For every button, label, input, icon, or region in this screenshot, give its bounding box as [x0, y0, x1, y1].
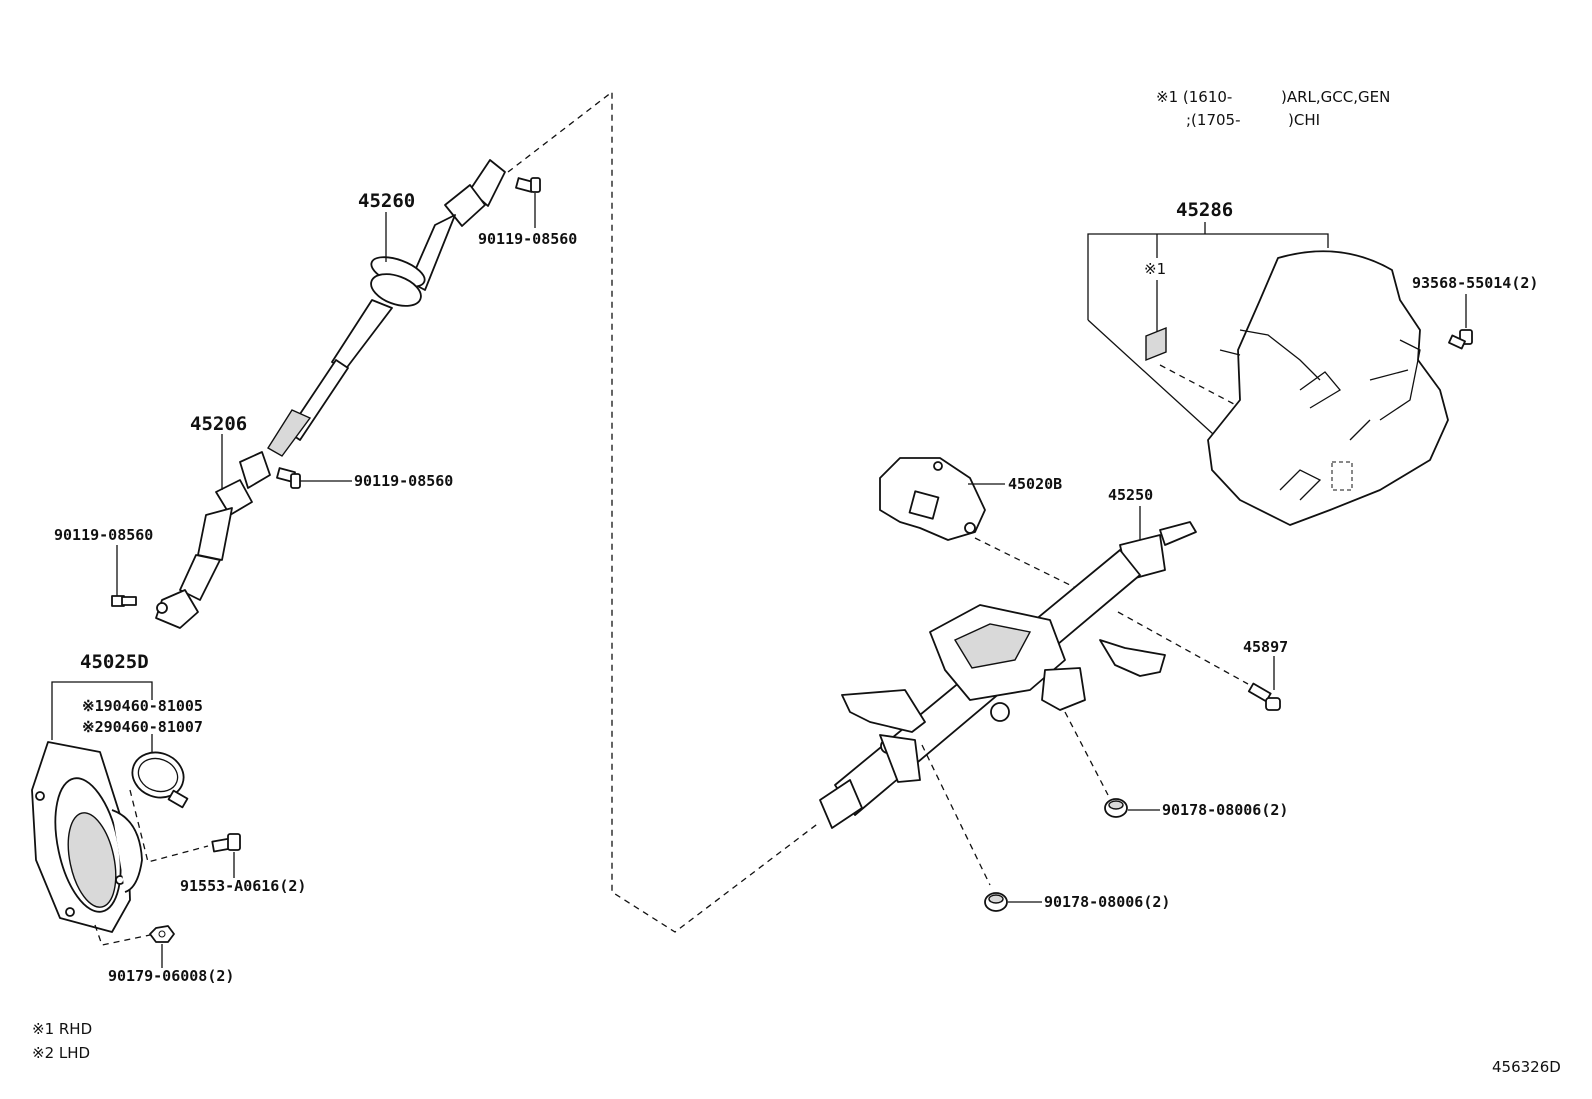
- assembly-dashed-bracket: [507, 90, 821, 933]
- label-90460-81005: ※190460-81005: [82, 697, 203, 715]
- label-90178-a: 90178-08006(2): [1162, 801, 1288, 819]
- label-93568: 93568-55014(2): [1412, 274, 1538, 292]
- bracket-45025D: [51, 681, 153, 740]
- bracket-45286: [1087, 233, 1329, 320]
- dust-seal-45025D: [31, 741, 143, 933]
- intermediate-shaft-45260: [267, 159, 506, 457]
- note-line1-left: ※1 (1610-: [1156, 88, 1232, 106]
- bolt-90119-mid: [276, 467, 301, 489]
- label-45260: 45260: [358, 190, 415, 212]
- note-line1-right: )ARL,GCC,GEN: [1281, 88, 1390, 106]
- note-line2-right: )CHI: [1288, 111, 1320, 129]
- label-45250: 45250: [1108, 486, 1153, 504]
- nut-90178-a: [1104, 798, 1128, 818]
- label-90460-81007: ※290460-81007: [82, 718, 203, 736]
- label-90178-b: 90178-08006(2): [1044, 893, 1170, 911]
- label-91553: 91553-A0616(2): [180, 877, 306, 895]
- legend-rhd: ※1 RHD: [32, 1020, 92, 1038]
- lower-shaft-45206: [155, 451, 271, 629]
- label-45206: 45206: [190, 413, 247, 435]
- label-45897: 45897: [1243, 638, 1288, 656]
- bracket-45286-bottom: [1087, 319, 1214, 435]
- label-90119-top: 90119-08560: [478, 230, 577, 248]
- dashed-45020B: [974, 537, 1081, 591]
- dashed-45897: [1117, 611, 1249, 685]
- label-45020B: 45020B: [1008, 475, 1062, 493]
- bolt-91553: [211, 833, 241, 853]
- legend-lhd: ※2 LHD: [32, 1044, 90, 1062]
- steering-lock-45020B: [879, 457, 986, 541]
- clamp-ring: [131, 751, 189, 809]
- label-90179: 90179-06008(2): [108, 967, 234, 985]
- dashed-90178-b: [921, 744, 991, 886]
- dashed-90178-a: [1064, 711, 1109, 796]
- bolt-90119-top: [515, 177, 541, 193]
- diagram-id: 456326D: [1492, 1058, 1561, 1076]
- label-45025D: 45025D: [80, 651, 149, 673]
- screw-93568: [1448, 329, 1473, 350]
- nut-90179: [149, 925, 175, 943]
- label-45286: 45286: [1176, 199, 1233, 221]
- column-cover-45286: [1207, 250, 1449, 526]
- bolt-45897: [1247, 682, 1281, 711]
- label-note-mark: ※1: [1144, 260, 1166, 278]
- note-line2-left: ;(1705-: [1186, 111, 1241, 129]
- bolt-90119-left: [111, 595, 137, 607]
- label-sticker: [1145, 326, 1167, 362]
- dashed-91553: [129, 789, 209, 863]
- nut-90178-b: [984, 892, 1008, 912]
- steering-column-45250: [819, 521, 1197, 829]
- label-90119-left: 90119-08560: [54, 526, 153, 544]
- label-90119-mid: 90119-08560: [354, 472, 453, 490]
